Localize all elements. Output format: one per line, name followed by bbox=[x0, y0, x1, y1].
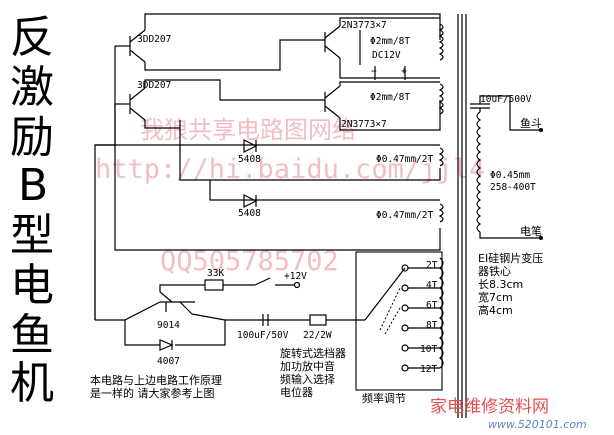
label-diode-2: 5408 bbox=[238, 208, 261, 219]
label-winding-4: Φ0.47mm/2T bbox=[376, 210, 433, 221]
label-q-top-right: 2N3773×7 bbox=[341, 20, 387, 31]
label-output-cap: 10uF/500V bbox=[480, 94, 532, 105]
note-core-2: 器铁心 bbox=[478, 265, 511, 278]
title-char-5: 型 bbox=[10, 210, 54, 261]
site-footer: 家电维修资料网 www.520101.com bbox=[430, 397, 587, 431]
label-4007: 4007 bbox=[157, 356, 180, 367]
vertical-title: 反 激 励 B 型 电 鱼 机 bbox=[10, 12, 54, 409]
label-plus: + bbox=[401, 66, 407, 77]
label-tap-12t: 12T bbox=[420, 364, 437, 375]
label-tap-10t: 10T bbox=[420, 344, 437, 355]
note-switch-1: 旋转式选档器 bbox=[280, 346, 346, 360]
label-winding-2: Φ2mm/8T bbox=[370, 92, 410, 103]
label-plus12v: +12V bbox=[284, 271, 307, 282]
label-q-bot-left: 3DD207 bbox=[137, 80, 171, 91]
component-labels: 3DD207 3DD207 2N3773×7 2N3773×7 Φ2mm/8T … bbox=[137, 20, 542, 375]
label-tap-2t: 2T bbox=[426, 260, 438, 271]
note-core-5: 高4cm bbox=[478, 303, 513, 317]
note-freq: 频率调节 bbox=[362, 391, 406, 405]
title-char-7: 鱼 bbox=[10, 310, 54, 361]
label-diode-1: 5408 bbox=[238, 154, 261, 165]
circuit-wiring bbox=[94, 13, 543, 418]
label-fish-bucket: 鱼斗 bbox=[520, 116, 542, 130]
note-circuit-1: 本电路与上边电路工作原理 bbox=[90, 373, 222, 387]
title-char-2: 激 bbox=[10, 62, 54, 113]
label-pen: 电笔 bbox=[520, 224, 542, 238]
note-core-3: 长8.3cm bbox=[478, 278, 523, 291]
note-switch-3: 频输入选择 bbox=[280, 372, 335, 386]
label-tap-8t: 8T bbox=[426, 320, 438, 331]
title-char-1: 反 bbox=[10, 12, 54, 63]
label-r33k: 33K bbox=[207, 268, 224, 279]
note-circuit-2: 是一样的 请大家参考上图 bbox=[90, 386, 215, 400]
title-char-4: B bbox=[18, 160, 48, 211]
label-tap-4t: 4T bbox=[426, 280, 438, 291]
watermarks: 我狼共享电路图网络 http://hi.baidu.com/jjl4 QQ505… bbox=[95, 116, 485, 277]
watermark-qq: QQ505785702 bbox=[160, 246, 339, 277]
label-9014: 9014 bbox=[157, 320, 180, 331]
label-q-top-left: 3DD207 bbox=[137, 34, 171, 45]
watermark-cn: 我狼共享电路图网络 bbox=[140, 116, 356, 144]
title-char-3: 励 bbox=[10, 112, 54, 163]
title-char-6: 电 bbox=[10, 260, 54, 311]
label-dc: DC12V bbox=[372, 50, 401, 61]
note-core-4: 宽7cm bbox=[478, 290, 513, 304]
label-winding-1: Φ2mm/8T bbox=[370, 36, 410, 47]
note-switch-4: 电位器 bbox=[280, 385, 313, 399]
label-100uf: 100uF/50V bbox=[237, 330, 289, 341]
label-r22: 22/2W bbox=[303, 330, 332, 341]
label-q-bot-right: 2N3773×7 bbox=[341, 119, 387, 130]
label-winding-3: Φ0.47mm/2T bbox=[376, 154, 433, 165]
label-secondary-wire: Φ0.45mm bbox=[490, 170, 530, 181]
note-core-1: EI硅钢片变压 bbox=[478, 251, 543, 265]
site-name: 家电维修资料网 bbox=[430, 397, 549, 417]
note-switch-2: 加功放中音 bbox=[280, 359, 335, 373]
title-char-8: 机 bbox=[10, 358, 54, 409]
label-secondary-turns: 258-400T bbox=[490, 182, 536, 193]
notes: EI硅钢片变压 器铁心 长8.3cm 宽7cm 高4cm 旋转式选档器 加功放中… bbox=[90, 251, 543, 405]
site-url: www.520101.com bbox=[488, 418, 587, 431]
label-tap-6t: 6T bbox=[426, 300, 438, 311]
label-minus: − bbox=[371, 66, 377, 77]
